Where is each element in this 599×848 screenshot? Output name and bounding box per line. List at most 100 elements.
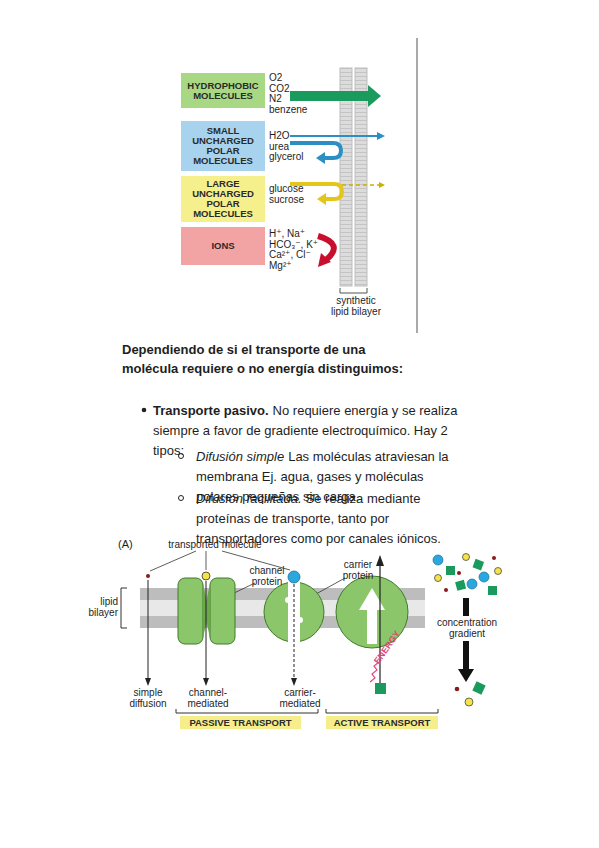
box-title: HYDROPHOBIC MOLECULES (184, 81, 262, 101)
carrier-protein-symbol (264, 571, 324, 686)
molecule-label: Mg²⁺ (269, 261, 292, 272)
gradient-molecules-high-part (455, 580, 466, 591)
active-pump-symbol-part (370, 662, 379, 682)
active-pump-symbol (336, 555, 408, 694)
permeation-arrow-blue-part (290, 135, 378, 137)
transport-brackets-part (176, 709, 318, 713)
molecule-label: O2 (269, 73, 282, 84)
box-title: ACTIVE TRANSPORT (334, 718, 431, 728)
permeation-arrow-yellow-part (379, 182, 385, 188)
box-title: PASSIVE TRANSPORT (189, 718, 291, 728)
molecule-label: Ca²⁺, Cl⁻ (269, 250, 311, 261)
gradient-molecules-low-part (455, 687, 460, 692)
permeation-arrow-blue (290, 132, 385, 164)
molecule-label: glycerol (269, 152, 303, 163)
figure-label: lipid bilayer (82, 597, 118, 618)
bullet-item: Difusión facilitada.Se realiza mediante … (196, 489, 460, 549)
box-title: IONS (211, 241, 234, 251)
simple-diffusion-path (145, 574, 151, 686)
channel-protein-symbol-part (206, 581, 207, 680)
channel-protein-symbol-part (210, 578, 235, 644)
gradient-molecules-high-part (479, 572, 489, 582)
transport-band: PASSIVE TRANSPORT (180, 716, 301, 729)
molecule-label: CO2 (269, 84, 290, 95)
gradient-arrow-part (458, 669, 474, 682)
divider-line-part (417, 38, 418, 333)
gradient-arrow (458, 598, 474, 682)
permeation-arrow-red-part (318, 253, 331, 267)
category-box: SMALL UNCHARGED POLAR MOLECULES (181, 121, 265, 171)
lipid-bracket (121, 588, 127, 628)
bullet-marks-part (142, 408, 147, 413)
box-title: LARGE UNCHARGED POLAR MOLECULES (184, 179, 262, 219)
channel-protein-symbol-part (178, 578, 203, 644)
transport-brackets (176, 709, 438, 713)
active-pump-symbol-part (375, 683, 386, 694)
box-title: SMALL UNCHARGED POLAR MOLECULES (184, 126, 262, 166)
category-box: LARGE UNCHARGED POLAR MOLECULES (181, 176, 265, 222)
divider-line (417, 38, 418, 333)
figure-label: carrier-mediated (272, 688, 328, 709)
transport-band: ACTIVE TRANSPORT (326, 716, 438, 729)
channel-protein-symbol-part (203, 678, 209, 686)
gradient-arrow-part (463, 598, 469, 616)
gradient-molecules-high-part (444, 588, 448, 592)
gradient-molecules-high-part (492, 556, 496, 560)
gradient-molecules-high-part (446, 566, 455, 575)
permeation-arrow-blue-part (377, 132, 385, 140)
body-text: Dependiendo de si el transporte de una m… (122, 340, 422, 378)
channel-protein-symbol-part (206, 584, 210, 638)
carrier-protein-symbol-part (288, 571, 300, 583)
permeation-arrow-green-part (368, 85, 381, 107)
simple-diffusion-path-part (148, 580, 149, 680)
permeation-arrow-yellow (290, 182, 385, 205)
molecule-label: H2O (269, 131, 290, 142)
carrier-protein-symbol-part (294, 584, 295, 680)
channel-protein-symbol (178, 572, 235, 686)
gradient-molecules-high-part (473, 559, 485, 571)
bullet-heading: Difusión simple (196, 449, 284, 464)
bilayer-bracket-part (340, 288, 367, 293)
gradient-molecules-high (433, 554, 502, 596)
figure-label: simple diffusion (120, 688, 176, 709)
permeation-arrow-yellow-part (342, 184, 379, 186)
bullet-marks-part (179, 496, 184, 501)
gradient-molecules-low (455, 681, 486, 706)
gradient-molecules-high-part (457, 571, 461, 575)
active-pump-symbol-part (359, 588, 385, 644)
figure-label: carrier protein (336, 560, 380, 581)
gradient-molecules-high-part (488, 586, 497, 595)
category-box: HYDROPHOBIC MOLECULES (181, 73, 265, 108)
molecule-label: N2 (269, 94, 282, 105)
carrier-protein-symbol-part (297, 617, 303, 623)
permeation-arrow-red (318, 236, 334, 267)
gradient-molecules-high-part (433, 555, 443, 565)
figure-label: channel-mediated (181, 688, 235, 709)
figure-label: concentration gradient (426, 618, 508, 639)
transport-brackets-part (326, 709, 438, 713)
gradient-molecules-low-part (465, 698, 473, 706)
molecule-label: urea (269, 142, 289, 153)
bullet-heading: Transporte pasivo. (153, 403, 269, 418)
gradient-molecules-high-part (463, 554, 470, 561)
gradient-molecules-high-part (495, 568, 502, 575)
permeation-arrow-yellow-part (317, 193, 326, 205)
panel-letter: (A) (118, 539, 133, 550)
gradient-molecules-high-part (435, 575, 442, 582)
gradient-molecules-low-part (472, 681, 485, 694)
simple-diffusion-path-part (145, 678, 151, 686)
category-box: IONS (181, 227, 265, 265)
permeation-arrow-green-part (290, 91, 369, 101)
gradient-molecules-high-part (467, 579, 477, 589)
bullet-heading: Difusión facilitada. (196, 491, 302, 506)
gradient-arrow-part (463, 641, 469, 671)
permeation-arrow-blue-part (316, 152, 325, 164)
simple-diffusion-path-part (146, 574, 150, 578)
molecule-label: sucrose (269, 195, 304, 206)
molecule-label: HCO₃⁻, K⁺ (269, 240, 318, 251)
carrier-protein-symbol-part (291, 678, 297, 686)
molecule-label: H⁺, Na⁺ (269, 229, 305, 240)
channel-protein-symbol-part (202, 572, 210, 580)
molecule-label: benzene (269, 105, 307, 116)
